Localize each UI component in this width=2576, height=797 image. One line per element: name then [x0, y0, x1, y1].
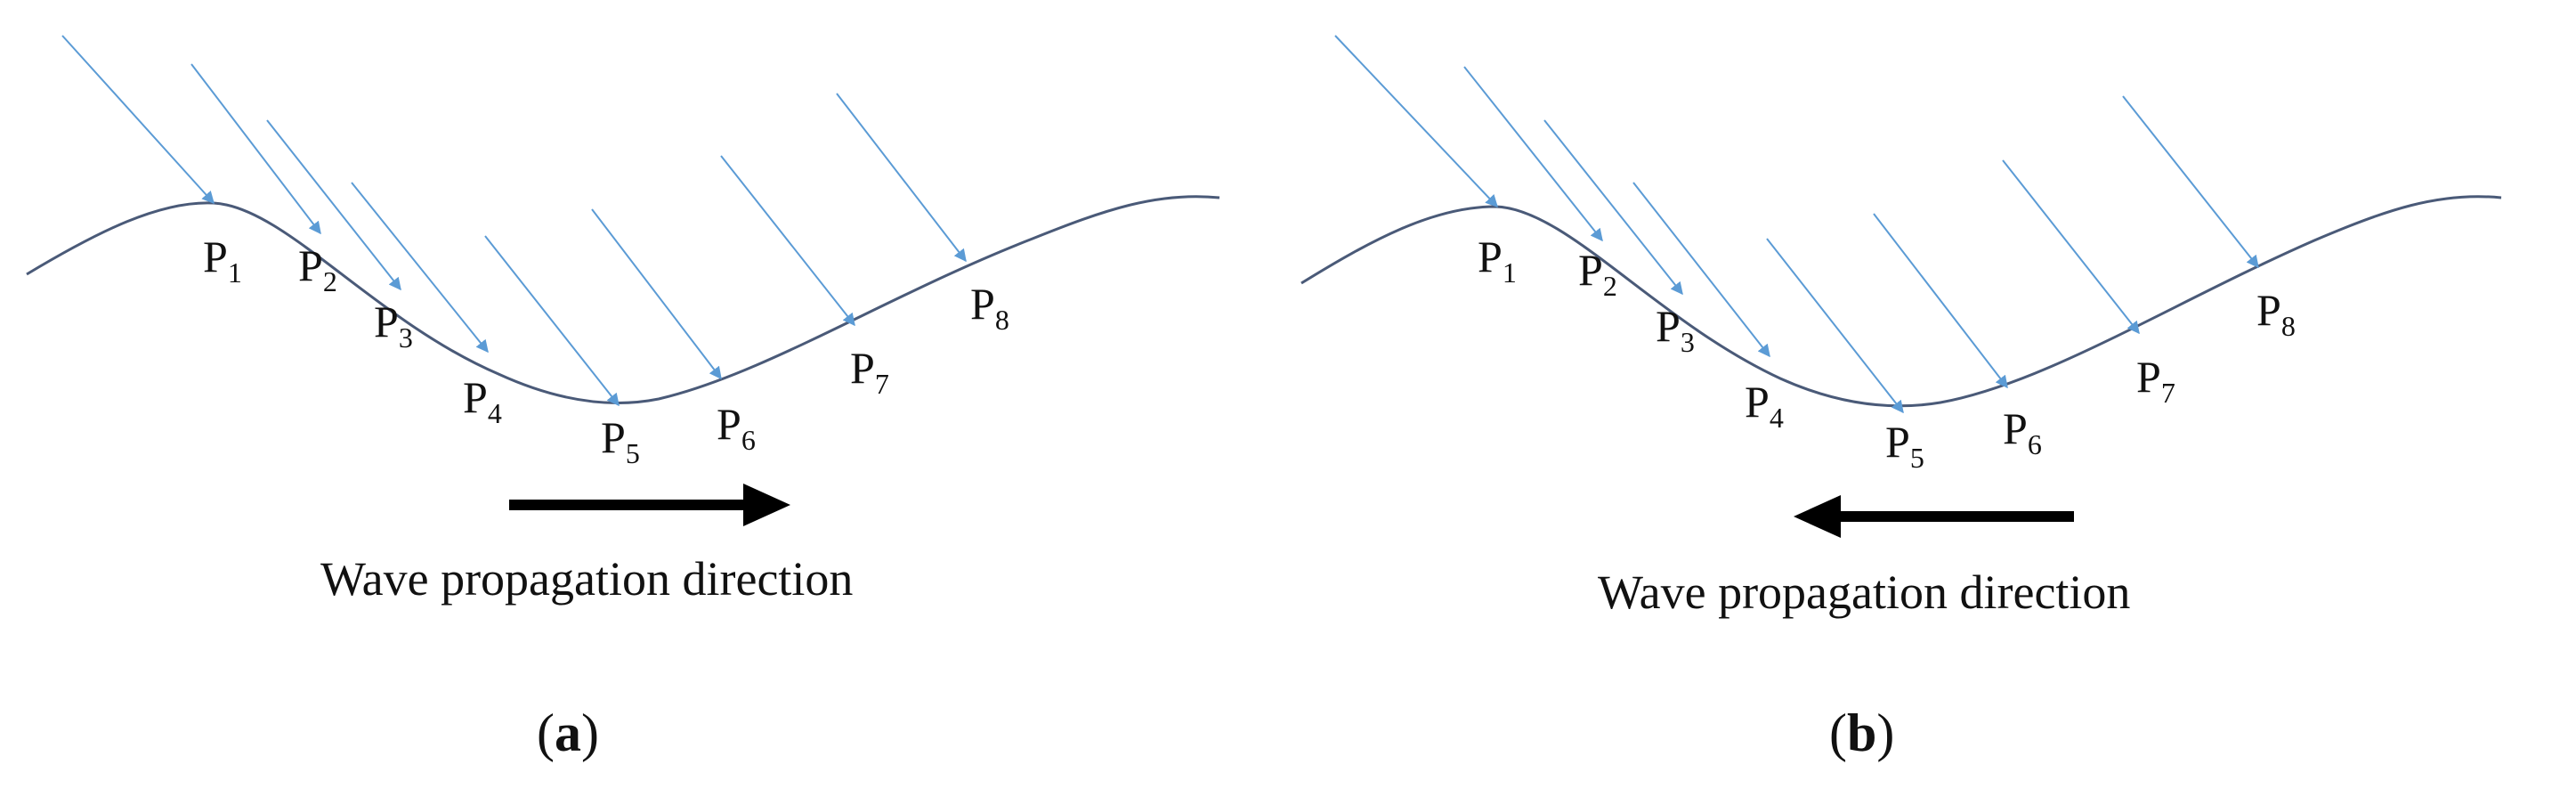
- point-label-p2-a: P2: [298, 240, 337, 297]
- ray-p4-a: [351, 182, 489, 354]
- ray-p3-a: [266, 119, 401, 291]
- point-label-p6-b: P6: [2003, 403, 2042, 460]
- ray-p1-b: [1334, 35, 1498, 208]
- point-label-p7-b: P7: [2136, 352, 2175, 409]
- ray-p7-a: [720, 155, 855, 327]
- ray-p5-b: [1766, 238, 1904, 414]
- point-label-p2-b: P2: [1578, 245, 1617, 302]
- point-label-p1-a: P1: [203, 232, 242, 289]
- point-label-p4-a: P4: [463, 372, 502, 429]
- incident-rays-b: [1334, 35, 2259, 414]
- ray-p1-a: [61, 35, 215, 205]
- ray-p4-b: [1632, 182, 1770, 358]
- propagation-arrow-b: [1794, 495, 2074, 538]
- caption-a: Wave propagation direction: [320, 552, 853, 606]
- point-label-p3-b: P3: [1656, 301, 1695, 358]
- panel-a: P1 P2 P3 P4 P5 P6 P7 P8 Wave propagation…: [26, 35, 1220, 762]
- ray-p2-b: [1463, 66, 1603, 242]
- ray-p6-b: [1873, 213, 2008, 389]
- point-label-p5-a: P5: [601, 412, 640, 469]
- caption-b: Wave propagation direction: [1598, 565, 2130, 619]
- ray-p6-a: [591, 208, 722, 380]
- point-label-p8-b: P8: [2256, 285, 2296, 342]
- ray-p2-a: [190, 63, 321, 235]
- panel-b: P1 P2 P3 P4 P5 P6 P7 P8 Wave propagation…: [1300, 35, 2502, 762]
- point-label-p6-a: P6: [717, 399, 756, 456]
- point-label-p1-b: P1: [1478, 232, 1517, 289]
- panel-label-a: (a): [537, 703, 599, 762]
- point-labels-b: P1 P2 P3 P4 P5 P6 P7 P8: [1478, 232, 2296, 474]
- wave-surface-b: [1300, 195, 2502, 408]
- propagation-arrow-a: [509, 484, 790, 526]
- ray-p8-a: [836, 93, 967, 263]
- wave-surface-a: [26, 195, 1220, 404]
- ray-p3-b: [1543, 119, 1683, 296]
- point-label-p4-b: P4: [1745, 377, 1784, 434]
- ray-p8-b: [2122, 95, 2259, 269]
- incident-rays-a: [61, 35, 967, 407]
- point-labels-a: P1 P2 P3 P4 P5 P6 P7 P8: [203, 232, 1009, 469]
- point-label-p3-a: P3: [374, 297, 413, 354]
- ray-p5-a: [484, 235, 620, 407]
- point-label-p5-b: P5: [1885, 417, 1924, 474]
- ray-p7-b: [2002, 159, 2140, 335]
- point-label-p7-a: P7: [850, 343, 889, 400]
- panel-label-b: (b): [1829, 703, 1894, 762]
- point-label-p8-a: P8: [970, 279, 1009, 336]
